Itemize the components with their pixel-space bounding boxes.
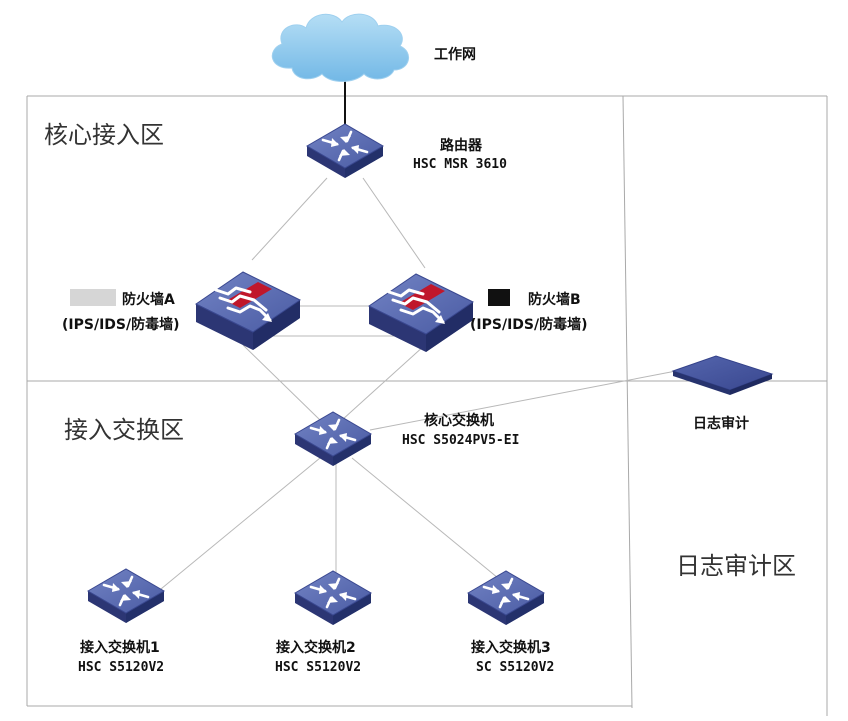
access-switch-3-model: SC S5120V2 [476, 660, 554, 675]
core-switch-icon[interactable] [293, 410, 373, 468]
zone-title-audit: 日志审计区 [676, 552, 796, 580]
redacted-mark [488, 289, 510, 306]
zone-title-core: 核心接入区 [44, 121, 164, 149]
link-core-access-3 [351, 457, 499, 579]
access-switch-3-name: 接入交换机3 [471, 639, 551, 656]
log-audit-label: 日志审计 [693, 415, 749, 432]
link-firewall-b-core [341, 344, 426, 421]
access-switch-2-icon[interactable] [293, 569, 373, 627]
firewall-b-features: (IPS/IDS/防毒墙) [470, 316, 588, 333]
access-switch-1-icon[interactable] [86, 567, 166, 625]
access-switch-1-name: 接入交换机1 [80, 639, 160, 656]
firewall-a-name: 防火墙A [122, 291, 175, 308]
link-core-log-audit [369, 370, 677, 431]
log-appliance-icon[interactable] [671, 355, 774, 395]
zone-title-access: 接入交换区 [64, 416, 184, 444]
link-core-access-1 [149, 457, 321, 599]
link-router-firewall-a [251, 177, 328, 261]
access-switch-3-icon[interactable] [466, 569, 546, 627]
cloud-icon [271, 13, 409, 82]
firewall-a-features: (IPS/IDS/防毒墙) [62, 316, 180, 333]
router-name: 路由器 [440, 137, 483, 154]
router-model: HSC MSR 3610 [413, 157, 507, 172]
access-switch-2-model: HSC S5120V2 [275, 660, 361, 675]
firewall-a-icon[interactable] [194, 270, 302, 352]
link-firewall-a-core [242, 344, 321, 421]
access-switch-1-model: HSC S5120V2 [78, 660, 164, 675]
zone-boundaries [26, 95, 828, 716]
firewall-b-icon[interactable] [367, 272, 475, 354]
link-router-firewall-b [362, 177, 426, 269]
core-switch-name: 核心交换机 [424, 412, 494, 429]
network-links [149, 80, 677, 599]
cloud-label: 工作网 [434, 46, 476, 63]
redacted-mark [70, 289, 116, 306]
core-switch-model: HSC S5024PV5-EI [402, 433, 519, 448]
firewall-b-name: 防火墙B [528, 291, 581, 308]
access-switch-2-name: 接入交换机2 [276, 639, 356, 656]
router-icon[interactable] [305, 122, 385, 180]
